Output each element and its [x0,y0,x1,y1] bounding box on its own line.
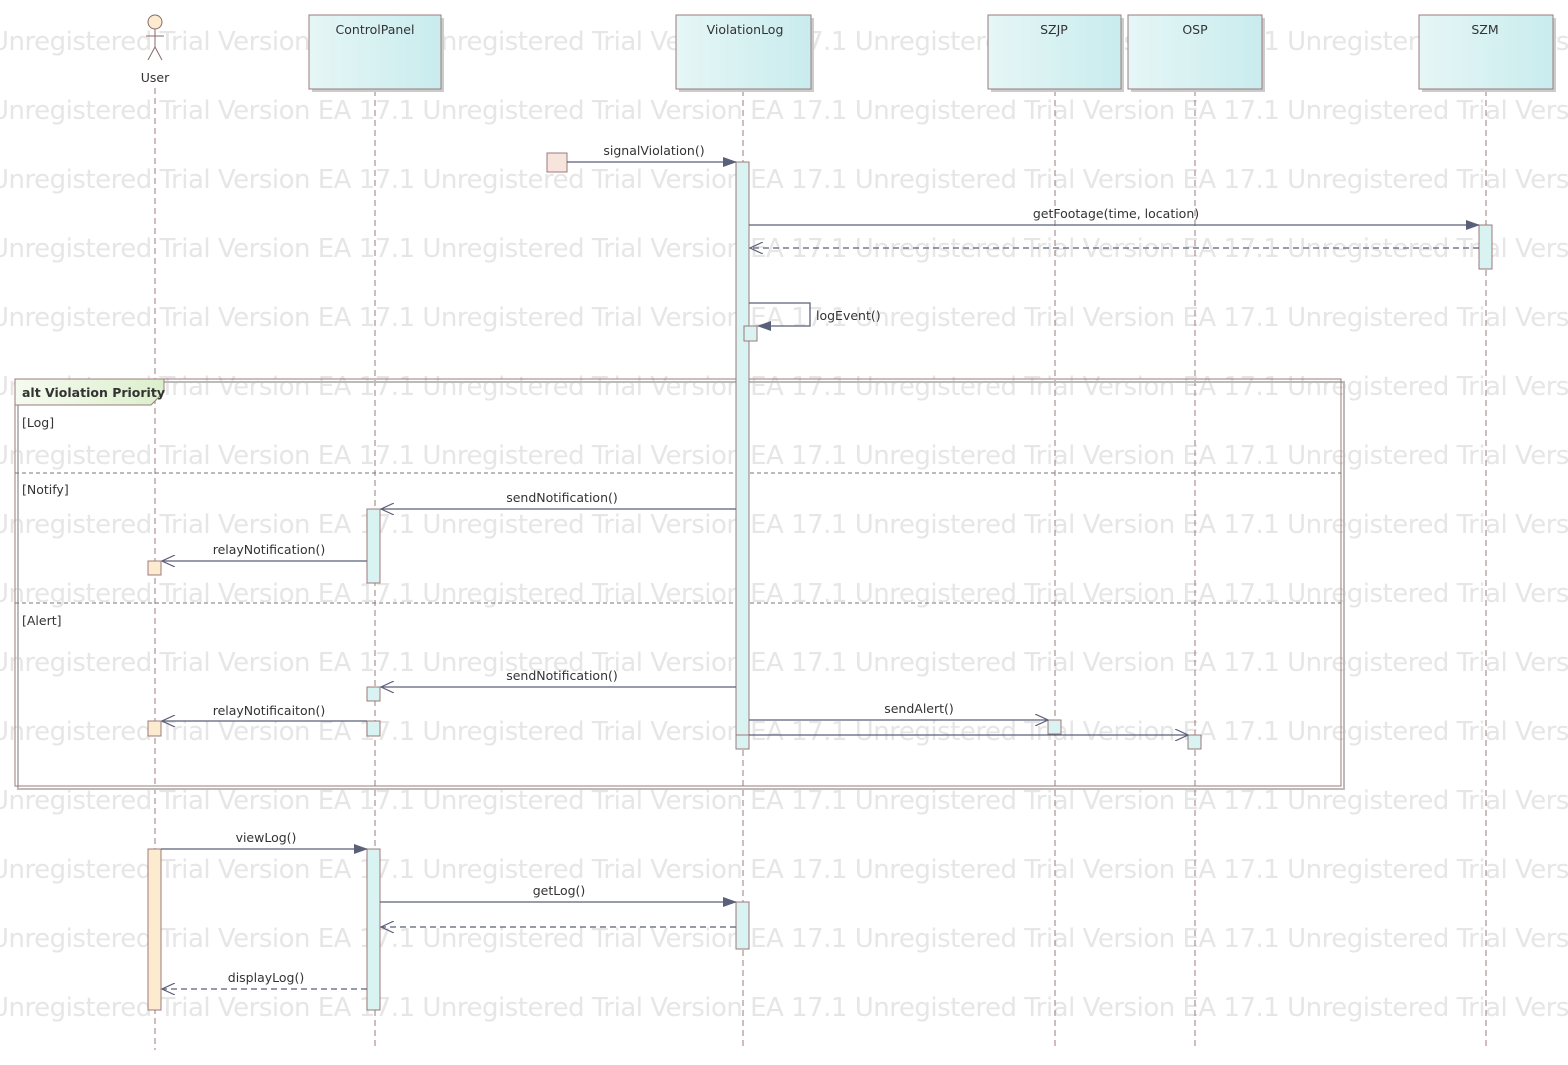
lifeline-szm-head[interactable]: SZM [1418,14,1556,92]
message-label: signalViolation() [603,143,704,158]
activation-controlpanel [366,508,381,584]
lifeline-osp-head[interactable]: OSP [1127,14,1265,92]
activation-violationlog [735,161,750,749]
activation-osp [1187,734,1202,750]
lifeline-osp-label: OSP [1182,22,1208,37]
message-log-event[interactable] [749,302,811,331]
fragment-label-tab [14,378,165,406]
message-label: sendAlert() [884,701,954,716]
activation-controlpanel [366,686,381,702]
activation-user [147,848,162,1011]
activation-szm [1478,224,1493,270]
lifeline-szm-label: SZM [1471,22,1498,37]
message-label: relayNotification() [213,542,326,557]
lifeline-violationlog-head[interactable]: ViolationLog [675,14,814,92]
lifeline-user-label: User [141,70,170,85]
lifeline-controlpanel-head[interactable]: ControlPanel [308,14,444,92]
activation-controlpanel [366,720,381,737]
activation-violationlog-logevent [743,325,758,342]
guard-log: [Log] [22,415,54,430]
message-label: viewLog() [236,830,297,845]
lifeline-szjp-label: SZJP [1040,22,1068,37]
lifeline-szjp-head[interactable]: SZJP [987,14,1124,92]
activation-violationlog [735,734,750,750]
lifeline-violationlog-label: ViolationLog [707,22,784,37]
actor-head-icon [147,14,163,30]
message-label: relayNotificaiton() [213,703,326,718]
activation-violationlog [735,901,750,950]
activation-user [147,720,162,737]
alt-fragment[interactable]: alt Violation Priority [Log] [Notify] [A… [14,378,1345,790]
guard-alert: [Alert] [22,613,62,628]
message-label: getFootage(time, location) [1033,206,1199,221]
activation-szjp [1047,719,1062,735]
guard-notify: [Notify] [22,482,69,497]
activation-controlpanel [366,848,381,1011]
message-label: getLog() [533,883,586,898]
activation-user [147,560,162,576]
message-label: sendNotification() [506,668,618,683]
message-label: sendNotification() [506,490,618,505]
fragment-label: alt Violation Priority [22,385,165,400]
found-message-origin [546,152,568,173]
actor-user[interactable] [146,14,164,61]
message-label: logEvent() [816,308,881,323]
lifeline-controlpanel-label: ControlPanel [336,22,415,37]
message-label: displayLog() [228,970,304,985]
